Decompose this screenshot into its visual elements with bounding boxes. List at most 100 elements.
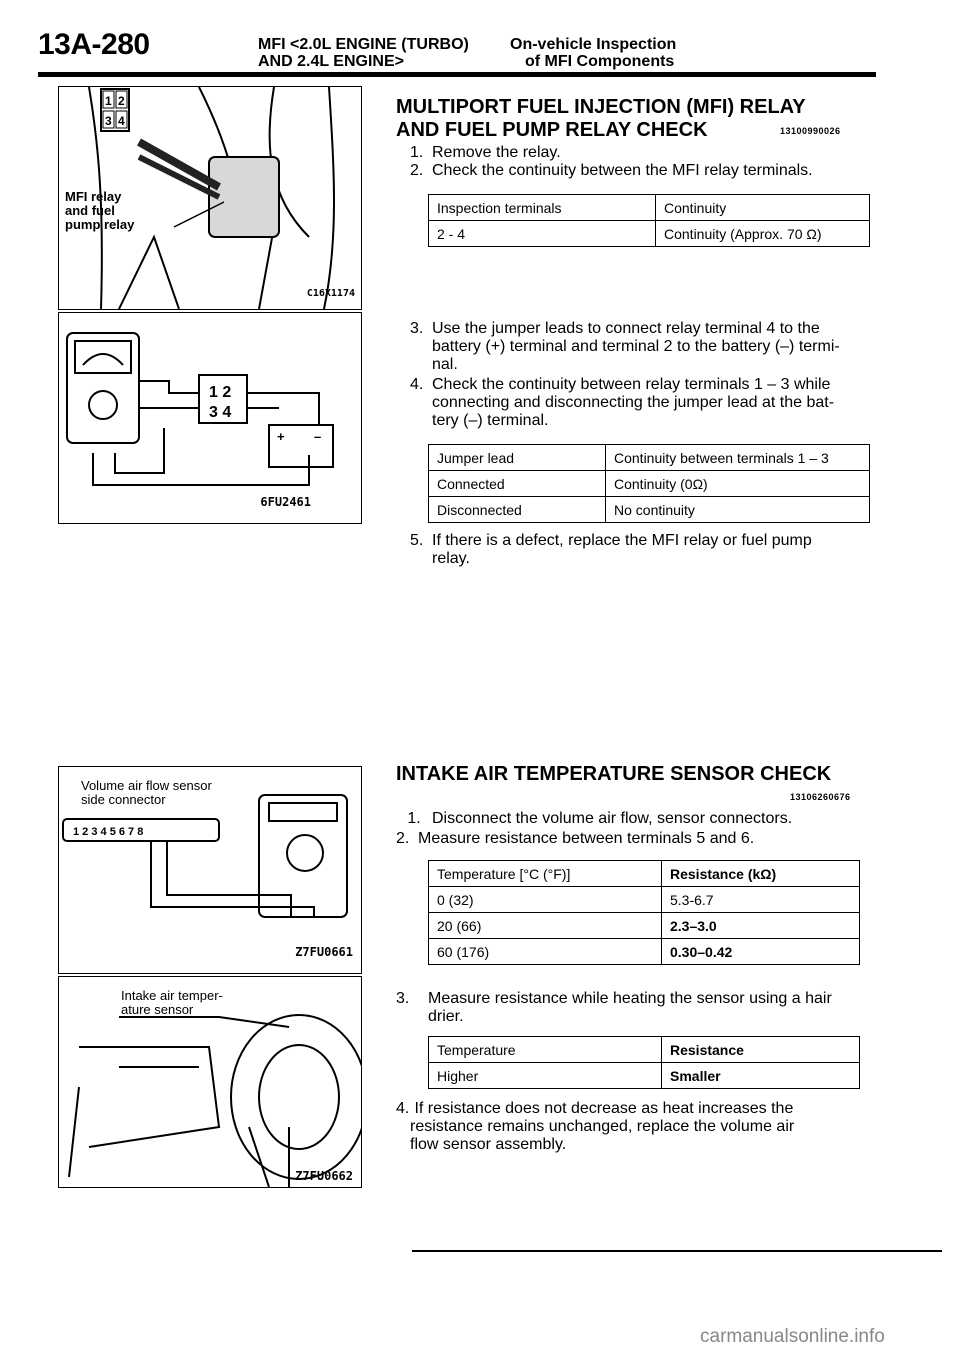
step-number: 3.	[396, 990, 410, 1007]
step-number: 3.	[410, 320, 424, 337]
relay-test-circuit-illustration: 1 2 3 4 + –	[66, 332, 334, 486]
table-cell: 0.30–0.42	[661, 938, 860, 965]
step-number: 4.	[396, 1100, 410, 1117]
table-cell: 2 - 4	[428, 220, 656, 247]
watermark: carmanualsonline.info	[700, 1326, 885, 1347]
step-2: 2. Check the continuity between the MFI r…	[410, 162, 813, 180]
table-jumper-continuity: Jumper lead Continuity between terminals…	[428, 444, 870, 523]
table-header-cell: Resistance (kΩ)	[661, 860, 860, 887]
table-temperature-resistance: Temperature [°C (°F)] Resistance (kΩ) 0 …	[428, 860, 860, 965]
svg-text:+: +	[277, 429, 285, 444]
table-header-row: Temperature Resistance	[428, 1036, 860, 1063]
step-number: 2.	[396, 830, 410, 847]
table-cell: 0 (32)	[428, 886, 662, 913]
figure-code: Z7FU0661	[295, 945, 353, 959]
table-header-cell: Continuity between terminals 1 – 3	[605, 444, 870, 471]
table-cell: Higher	[428, 1062, 662, 1089]
figure-code: 6FU2461	[260, 495, 311, 509]
figure-relay-location: 1 2 3 4 MFI relay and fuel pump relay C1…	[58, 86, 362, 310]
relay-pin-diagram: 1 2 3 4	[100, 88, 130, 132]
table-cell: 5.3-6.7	[661, 886, 860, 913]
step-text: Measure resistance while heating the sen…	[428, 990, 832, 1007]
step-text: Check the continuity between relay termi…	[432, 376, 831, 393]
step-4: 4. If resistance does not decrease as he…	[396, 1100, 864, 1154]
relay-label-line2: and fuel	[65, 203, 115, 218]
step-text: If there is a defect, replace the MFI re…	[432, 532, 812, 549]
table-row: 0 (32) 5.3-6.7	[428, 886, 860, 913]
table-header-cell: Continuity	[655, 194, 870, 221]
step-number: 1.	[410, 144, 424, 161]
figure-code: Z7FU0662	[295, 1169, 353, 1183]
table-row: Higher Smaller	[428, 1062, 860, 1089]
table-relay-continuity: Inspection terminals Continuity 2 - 4 Co…	[428, 194, 870, 247]
svg-text:3: 3	[105, 114, 112, 128]
step-2: 2. Measure resistance between terminals 5…	[396, 830, 754, 848]
relay-label-line3: pump relay	[65, 217, 135, 232]
connector-label-line1: Volume air flow sensor	[81, 778, 212, 793]
table-cell: 20 (66)	[428, 912, 662, 939]
svg-text:1 2 3 4 5 6 7 8: 1 2 3 4 5 6 7 8	[73, 826, 143, 838]
table-cell: Smaller	[661, 1062, 860, 1089]
relay-label-line1: MFI relay	[65, 189, 122, 204]
figure-code: C16X1174	[306, 288, 355, 299]
step-number: 2.	[410, 162, 424, 179]
table-cell: 2.3–3.0	[661, 912, 860, 939]
svg-text:–: –	[314, 429, 321, 444]
sensor-heating-illustration	[68, 1014, 361, 1187]
step-number: 1.	[407, 810, 421, 827]
table-cell: Continuity (Approx. 70 Ω)	[655, 220, 870, 247]
table-header-row: Inspection terminals Continuity	[428, 194, 870, 221]
table-cell: Disconnected	[428, 496, 606, 523]
table-header-cell: Inspection terminals	[428, 194, 656, 221]
step-text: Disconnect the volume air flow, sensor c…	[432, 810, 793, 827]
header-line1-right: On-vehicle Inspection	[510, 36, 677, 53]
step-text: Check the continuity between the MFI rel…	[432, 162, 813, 179]
table-cell: Continuity (0Ω)	[605, 470, 870, 497]
connector-label-line2: side connector	[81, 792, 166, 807]
step-1: 1.Remove the relay.	[410, 144, 561, 162]
section1-ref-code: 13100990026	[780, 126, 841, 136]
table-row: Disconnected No continuity	[428, 496, 870, 523]
step-number: 4.	[410, 376, 424, 393]
step-text: Use the jumper leads to connect relay te…	[432, 320, 820, 337]
step-text: Measure resistance between terminals 5 a…	[418, 830, 755, 847]
step-text: nal.	[432, 356, 458, 373]
step-5: 5.If there is a defect, replace the MFI …	[410, 532, 870, 568]
table-row: Connected Continuity (0Ω)	[428, 470, 870, 497]
section2-title: INTAKE AIR TEMPERATURE SENSOR CHECK	[396, 763, 832, 785]
svg-text:1: 1	[105, 94, 112, 108]
step-text: connecting and disconnecting the jumper …	[432, 394, 835, 411]
table-header-row: Temperature [°C (°F)] Resistance (kΩ)	[428, 860, 860, 887]
page-code: 13A-280	[38, 28, 150, 61]
table-header-row: Jumper lead Continuity between terminals…	[428, 444, 870, 471]
table-header-cell: Temperature	[428, 1036, 662, 1063]
footer-rule	[412, 1250, 942, 1252]
header-line1-left: MFI <2.0L ENGINE (TURBO)	[258, 36, 469, 53]
table-heating-resistance: Temperature Resistance Higher Smaller	[428, 1036, 860, 1089]
svg-text:3 4: 3 4	[209, 404, 231, 421]
table-cell: Connected	[428, 470, 606, 497]
header-rule	[38, 72, 876, 77]
section1-title-line2: AND FUEL PUMP RELAY CHECK	[396, 119, 708, 141]
figure-relay-test-circuit: 1 2 3 4 + – 6FU2461	[58, 312, 362, 524]
table-header-cell: Resistance	[661, 1036, 860, 1063]
section1-title-line1: MULTIPORT FUEL INJECTION (MFI) RELAY	[396, 96, 806, 118]
step-text: relay.	[432, 550, 470, 567]
sensor-label-line2: ature sensor	[121, 1002, 194, 1017]
header-line2-left: AND 2.4L ENGINE>	[258, 53, 404, 70]
table-header-cell: Temperature [°C (°F)]	[428, 860, 662, 887]
step-text: drier.	[428, 1008, 464, 1025]
figure-afs-connector: Volume air flow sensor side connector 1 …	[58, 766, 362, 974]
step-4: 4. Check the continuity between relay ter…	[410, 376, 870, 430]
relay-location-illustration: 1 2 3 4	[88, 87, 335, 309]
svg-text:2: 2	[118, 94, 125, 108]
section2-ref-code: 13106260676	[790, 792, 851, 802]
step-3: 3. Measure resistance while heating the s…	[396, 990, 864, 1026]
table-row: 60 (176) 0.30–0.42	[428, 938, 860, 965]
step-text: resistance remains unchanged, replace th…	[410, 1118, 795, 1135]
table-row: 2 - 4 Continuity (Approx. 70 Ω)	[428, 220, 870, 247]
step-3: 3. Use the jumper leads to connect relay …	[410, 320, 870, 374]
table-cell: 60 (176)	[428, 938, 662, 965]
afs-connector-illustration: 1 2 3 4 5 6 7 8	[62, 794, 348, 918]
table-header-cell: Jumper lead	[428, 444, 606, 471]
